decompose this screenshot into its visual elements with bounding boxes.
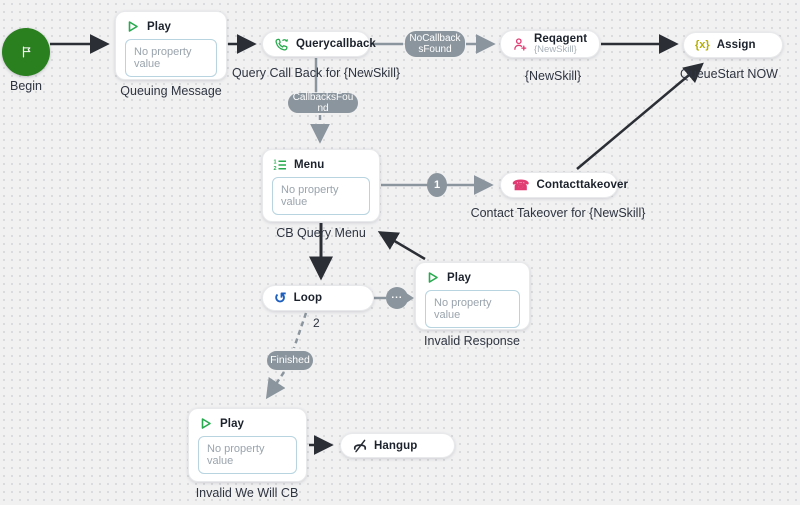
numbered-list-icon: 1 2 bbox=[272, 157, 287, 172]
node-hangup[interactable]: Hangup bbox=[340, 433, 455, 458]
caption-queuing-message: Queuing Message bbox=[120, 84, 222, 98]
caption-begin: Begin bbox=[10, 79, 42, 93]
caption-assign: QueueStart NOW bbox=[680, 67, 778, 81]
caption-menu: CB Query Menu bbox=[276, 226, 366, 240]
node-loop[interactable]: ↺ Loop bbox=[262, 285, 374, 311]
variable-braces-icon: {x} bbox=[695, 38, 710, 51]
property-box[interactable]: No property value bbox=[272, 177, 370, 215]
hangup-phone-icon bbox=[352, 438, 367, 453]
node-title: Reqagent bbox=[534, 32, 588, 45]
node-title: Querycallback bbox=[296, 38, 376, 50]
node-text: Reqagent {NewSkill} bbox=[534, 32, 588, 55]
branch-label-nocallbacksfound[interactable]: NoCallbacksFound bbox=[405, 31, 465, 57]
person-plus-icon bbox=[512, 37, 527, 52]
node-begin[interactable] bbox=[2, 28, 50, 76]
node-header: Play bbox=[125, 19, 217, 34]
edge-invalidresponse-to-menu bbox=[377, 231, 426, 261]
edge-contacttakeover-to-assign bbox=[576, 62, 704, 170]
loop-arrow-icon: ↺ bbox=[274, 289, 287, 307]
node-title: Menu bbox=[294, 158, 325, 171]
node-title: Play bbox=[220, 417, 245, 430]
node-header: Play bbox=[198, 416, 297, 431]
node-querycallback[interactable]: Querycallback bbox=[262, 31, 376, 57]
phone-refresh-icon bbox=[274, 37, 289, 52]
node-title: Contacttakeover bbox=[536, 179, 629, 191]
node-play-invalid-we-will-cb[interactable]: Play No property value bbox=[188, 408, 307, 482]
play-icon bbox=[125, 19, 140, 34]
caption-invalid-response: Invalid Response bbox=[424, 334, 520, 348]
telephone-icon: ☎ bbox=[512, 176, 530, 193]
node-header: Play bbox=[425, 270, 520, 285]
property-box[interactable]: No property value bbox=[125, 39, 217, 77]
play-icon bbox=[198, 416, 213, 431]
node-title: Play bbox=[147, 20, 172, 33]
branch-label-1[interactable]: 1 bbox=[427, 173, 447, 197]
flag-icon bbox=[19, 45, 34, 60]
node-property-value: {NewSkill} bbox=[534, 43, 577, 55]
svg-text:2: 2 bbox=[273, 166, 276, 172]
edge-finished-to-play bbox=[265, 371, 286, 400]
node-title: Hangup bbox=[374, 439, 418, 452]
caption-invalid-we-will-cb: Invalid We Will CB bbox=[195, 486, 299, 500]
node-title: Assign bbox=[716, 39, 756, 51]
node-reqagent[interactable]: Reqagent {NewSkill} bbox=[500, 30, 600, 58]
node-menu[interactable]: 1 2 Menu No property value bbox=[262, 149, 380, 222]
node-contacttakeover[interactable]: ☎ Contacttakeover bbox=[500, 172, 628, 198]
property-box[interactable]: No property value bbox=[425, 290, 520, 328]
caption-querycallback: Query Call Back for {NewSkill} bbox=[231, 66, 401, 80]
node-header: 1 2 Menu bbox=[272, 157, 370, 172]
svg-text:1: 1 bbox=[273, 159, 276, 165]
branch-label-default[interactable]: ... bbox=[386, 287, 414, 309]
node-title: Play bbox=[447, 271, 472, 284]
branch-label-callbacksfound[interactable]: CallbacksFound bbox=[288, 92, 358, 114]
loop-iteration-count: 2 bbox=[313, 316, 320, 330]
property-box[interactable]: No property value bbox=[198, 436, 297, 474]
caption-contacttakeover: Contact Takeover for {NewSkill} bbox=[470, 206, 646, 220]
edge-loop-to-finished bbox=[292, 312, 308, 349]
node-assign[interactable]: {x} Assign bbox=[683, 32, 783, 58]
branch-label-finished[interactable]: Finished bbox=[267, 351, 313, 370]
node-play-queuing-message[interactable]: Play No property value bbox=[115, 11, 227, 80]
node-play-invalid-response[interactable]: Play No property value bbox=[415, 262, 530, 330]
play-icon bbox=[425, 270, 440, 285]
node-title: Loop bbox=[293, 292, 323, 304]
caption-reqagent: {NewSkill} bbox=[524, 69, 582, 83]
